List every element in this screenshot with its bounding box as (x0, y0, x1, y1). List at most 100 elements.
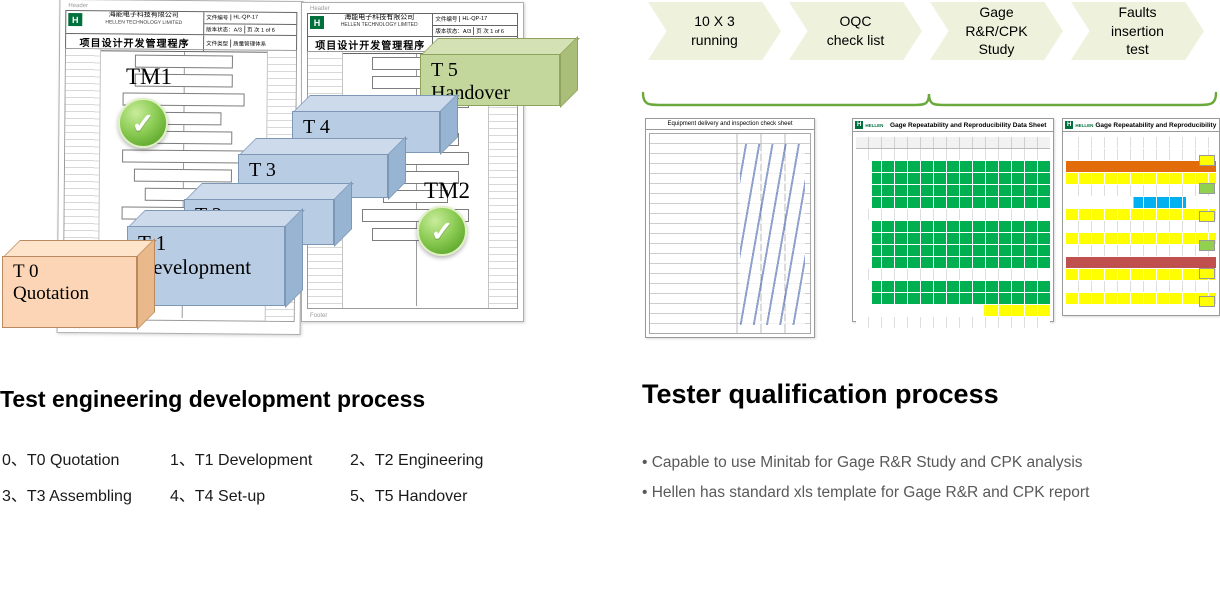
company-name-en: HELLEN TECHNOLOGY LIMITED (105, 19, 183, 27)
step-item: 0、T0 Quotation (2, 452, 120, 469)
grid-row (1066, 161, 1216, 173)
box-label-line2: Development (138, 255, 252, 280)
page-field: 页 次 1 of 6 (243, 25, 277, 34)
grid-row (1066, 137, 1216, 149)
hellen-logo-icon: H (1065, 121, 1074, 129)
arrow-line: running (691, 32, 738, 48)
box-label-line1: T 4 (303, 116, 330, 138)
grid-row (856, 137, 1050, 149)
tm1-label: TM1 (126, 64, 172, 89)
grid-row (856, 173, 1050, 185)
doc-no-label: 文件编号 (206, 15, 229, 22)
grid-row (856, 197, 1050, 209)
doc-no-value: HL-QP-17 (459, 16, 489, 23)
grid-row (856, 257, 1050, 269)
grr-report-thumbnail: H HELLEN Gage Repeatability and Reproduc… (1062, 118, 1220, 316)
highlight-cell (1199, 211, 1215, 223)
box-front-face: T 0 Quotation (2, 256, 137, 328)
hellen-logo-icon: H (855, 121, 864, 129)
arrow-step-1: 10 X 3 running (648, 2, 781, 60)
grid-row (856, 233, 1050, 245)
company-name-en: HELLEN TECHNOLOGY LIMITED (340, 22, 418, 29)
hellen-logo-icon: H (310, 16, 324, 29)
grid-row (1066, 257, 1216, 269)
arrow-line: check list (826, 32, 885, 48)
arrow-line: Study (978, 41, 1015, 58)
arrow-step-2: OQC check list (789, 2, 922, 60)
grid-row (856, 293, 1050, 305)
left-section-title: Test engineering development process (0, 386, 426, 412)
grr-report-header: H HELLEN Gage Repeatability and Reproduc… (1063, 119, 1219, 132)
grid-row (856, 161, 1050, 173)
grid-row (1066, 281, 1216, 293)
highlight-cell (1199, 267, 1215, 279)
grid-row (856, 149, 1050, 161)
box-label-line1: T 0 (13, 261, 39, 282)
check-sheet-table (649, 133, 811, 334)
check-sheet-title: Equipment delivery and inspection check … (646, 119, 814, 130)
check-sheet-thumbnail: Equipment delivery and inspection check … (645, 118, 815, 338)
tm2-label: TM2 (424, 178, 470, 203)
grid-row (1066, 269, 1216, 281)
company-block: 海能电子科技有限公司 HELLEN TECHNOLOGY LIMITED (326, 14, 432, 36)
grr-report-title: Gage Repeatability and Reproducibility R… (1095, 121, 1217, 129)
flowchart-node (122, 149, 244, 164)
hellen-logo-text: HELLEN (865, 122, 884, 128)
doc-type-label: 文件类型 (206, 41, 229, 48)
arrow-line: Faults (1118, 3, 1157, 20)
grid-row (1066, 221, 1216, 233)
highlight-cell (1199, 239, 1215, 251)
hellen-logo-icon: H (68, 13, 83, 27)
box-label-line1: T 3 (249, 159, 276, 181)
bullet-item: • Hellen has standard xls template for G… (642, 484, 1090, 501)
grr-data-grid (856, 137, 1050, 329)
grid-row (856, 305, 1050, 317)
brace-icon (641, 91, 1218, 107)
arrow-step-4: Faults insertion test (1071, 2, 1204, 60)
company-block: 海能电子科技有限公司 HELLEN TECHNOLOGY LIMITED (84, 11, 203, 34)
arrow-line: 10 X 3 (694, 13, 735, 30)
grid-row (856, 317, 1050, 329)
box-label-line1: T 5 (431, 59, 458, 81)
right-section-title: Tester qualification process (642, 379, 999, 409)
highlight-cell (1199, 155, 1215, 166)
grid-row (1066, 245, 1216, 257)
result-chips (1199, 155, 1215, 307)
page-field: 页 次 1 of 6 (473, 26, 506, 35)
grid-row (1066, 185, 1216, 197)
doc-type-value: 质量管理体系 (230, 39, 269, 48)
grr-data-sheet-title: Gage Repeatability and Reproducibility D… (889, 121, 1047, 129)
check-icon (417, 206, 467, 256)
grid-row (1066, 209, 1216, 221)
arrow-line: OQC (839, 13, 872, 30)
doc-title: 项目设计开发管理程序 (315, 41, 426, 52)
grid-row (1066, 197, 1216, 209)
grid-row (856, 185, 1050, 197)
step-list: 0、T0 Quotation 1、T1 Development 2、T2 Eng… (2, 451, 520, 506)
header-marker: Header (310, 6, 330, 12)
arrow-line: Gage (979, 3, 1014, 20)
step-box-t0: T 0 Quotation (2, 238, 157, 330)
document-header-table: H 海能电子科技有限公司 HELLEN TECHNOLOGY LIMITED 文… (65, 9, 298, 54)
hellen-logo-text: HELLEN (1075, 122, 1094, 128)
company-name-cn: 海能电子科技有限公司 (344, 14, 415, 21)
grid-row (856, 209, 1050, 221)
handwriting-marks (739, 144, 805, 325)
arrow-line: insertion (1111, 22, 1164, 39)
arrow-line: test (1126, 41, 1149, 58)
grid-row (1066, 173, 1216, 185)
bullet-item: • Capable to use Minitab for Gage R&R St… (642, 454, 1083, 471)
flowchart-node (133, 168, 233, 183)
check-icon (118, 98, 168, 148)
version-field: 版本状态：A/3 (435, 28, 472, 35)
step-item: 4、T4 Set-up (170, 488, 266, 505)
grid-row (856, 245, 1050, 257)
arrow-step-3: Gage R&R/CPK Study (930, 2, 1063, 60)
grr-data-sheet-thumbnail: H HELLEN Gage Repeatability and Reproduc… (852, 118, 1054, 329)
box-label-line1: T 1 (138, 231, 167, 255)
grid-row (1066, 293, 1216, 305)
highlight-cell (1199, 295, 1215, 307)
